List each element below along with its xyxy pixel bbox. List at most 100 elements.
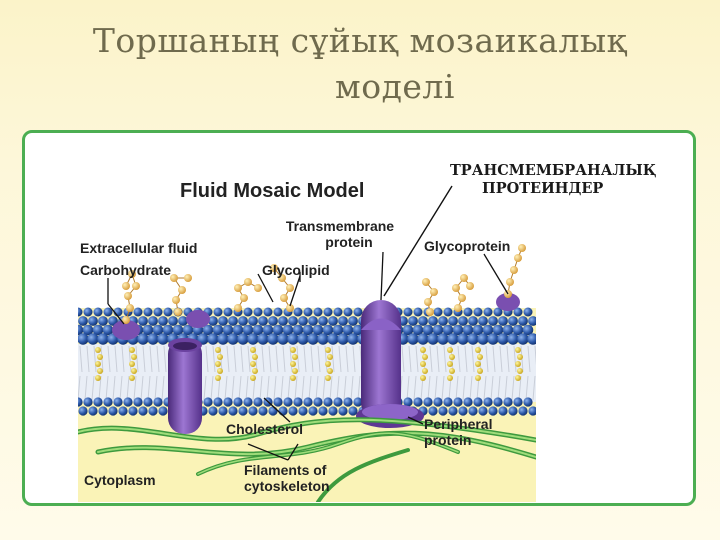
phospholipid-head [413, 307, 423, 317]
sugar-bead [426, 308, 434, 316]
cholesterol-bead [129, 375, 135, 381]
phospholipid-head [403, 397, 413, 407]
phospholipid-head [277, 333, 289, 345]
lipid-tail [527, 345, 531, 373]
label-filaments-of-cytoskeleton: Filaments of cytoskeleton [244, 462, 330, 494]
phospholipid-head [217, 333, 229, 345]
phospholipid-head [98, 406, 108, 416]
phospholipid-head [457, 333, 469, 345]
lipid-tail [434, 375, 438, 401]
cholesterol-bead [420, 361, 426, 367]
label-peripheral-protein: Peripheral protein [424, 416, 492, 448]
sugar-bead [270, 264, 278, 272]
phospholipid-head [452, 324, 464, 336]
phospholipid-head [273, 307, 283, 317]
phospholipid-head [253, 397, 263, 407]
phospholipid-head [238, 406, 248, 416]
lipid-tail [492, 345, 496, 373]
cholesterol-bead [517, 354, 523, 360]
cholesterol-bead [217, 368, 223, 374]
cholesterol-bead [327, 368, 333, 374]
phospholipid-head [103, 397, 113, 407]
lipid-tail [406, 375, 410, 401]
sugar-bead [422, 278, 430, 286]
sugar-bead [244, 278, 252, 286]
phospholipid-head [433, 307, 443, 317]
sugar-bead [518, 244, 526, 252]
sugar-bead [174, 308, 182, 316]
phospholipid-head [442, 324, 454, 336]
lipid-tail [408, 345, 412, 373]
sugar-bead [466, 282, 474, 290]
lipid-tail [261, 345, 265, 373]
phospholipid-head [208, 406, 218, 416]
phospholipid-head [78, 397, 83, 407]
label-transmembrane-line-2: protein [325, 234, 373, 250]
lipid-tail [329, 375, 333, 401]
lipid-tail [226, 345, 230, 373]
phospholipid-head [233, 397, 243, 407]
lipid-tail [79, 345, 83, 373]
lipid-tail [142, 345, 146, 373]
label-peripheral-line-2: protein [424, 432, 472, 448]
membrane-illustration [78, 212, 536, 502]
cholesterol-bead [129, 361, 135, 367]
lipid-tail [401, 345, 405, 373]
lipid-tail [322, 375, 326, 401]
phospholipid-head [182, 324, 194, 336]
phospholipid-head [487, 333, 499, 345]
phospholipid-head [403, 307, 413, 317]
phospholipid-head [97, 333, 109, 345]
lipid-tail [231, 375, 235, 401]
phospholipid-head [283, 397, 293, 407]
phospholipid-head [148, 316, 158, 326]
sugar-bead [286, 284, 294, 292]
phospholipid-head [463, 397, 473, 407]
phospholipid-head [242, 324, 254, 336]
phospholipid-head [468, 316, 478, 326]
phospholipid-head [448, 406, 458, 416]
membrane-svg [78, 212, 536, 502]
label-glycoprotein: Glycoprotein [424, 238, 511, 254]
sugar-bead [458, 294, 466, 302]
phospholipid-head [163, 307, 173, 317]
transmembrane-proteins-kz-label: ТРАНСМЕМБРАНАЛЫҚ ПРОТЕИНДЕР [450, 162, 656, 198]
phospholipid-head [158, 316, 168, 326]
lipid-tail [147, 375, 151, 401]
lipid-tail [350, 375, 354, 401]
phospholipid-head [322, 324, 334, 336]
kz-label-line-2: ПРОТЕИНДЕР [482, 180, 604, 197]
phospholipid-head [517, 333, 529, 345]
phospholipid-head [153, 307, 163, 317]
phospholipid-head [498, 406, 508, 416]
phospholipid-head [168, 316, 178, 326]
cholesterol-bead [252, 368, 258, 374]
phospholipid-head [313, 307, 323, 317]
lipid-tail [240, 345, 244, 373]
lipid-tail [135, 345, 139, 373]
phospholipid-head [353, 307, 363, 317]
label-filaments-line-1: Filaments of [244, 462, 327, 478]
phospholipid-head [78, 324, 84, 336]
phospholipid-head [78, 333, 89, 345]
lipid-tail [203, 375, 207, 401]
phospholipid-head [412, 324, 424, 336]
lipid-tail [294, 375, 298, 401]
slide-title-line-2: моделі [335, 67, 455, 106]
lipid-tail [238, 375, 242, 401]
cholesterol-bead [447, 347, 453, 353]
sugar-bead [514, 254, 522, 262]
label-extracellular-fluid: Extracellular fluid [80, 240, 198, 256]
phospholipid-head [247, 333, 259, 345]
cholesterol-bead [477, 368, 483, 374]
phospholipid-head [458, 316, 468, 326]
phospholipid-head [488, 316, 498, 326]
phospholipid-head [292, 324, 304, 336]
slide-title-line-1: Торшаның сұйық мозаикалық [92, 21, 628, 60]
phospholipid-head [463, 307, 473, 317]
phospholipid-head [207, 333, 219, 345]
phospholipid-head [483, 307, 493, 317]
phospholipid-head [268, 406, 278, 416]
lipid-tail [504, 375, 508, 401]
cholesterol-bead [475, 375, 481, 381]
